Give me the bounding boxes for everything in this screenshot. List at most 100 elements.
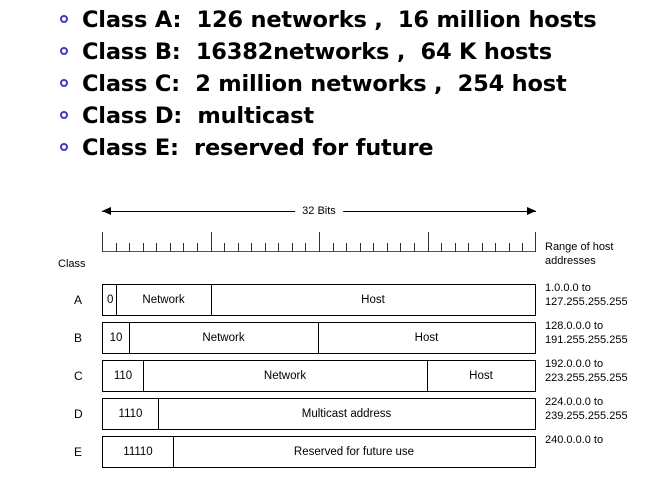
class-column-caption: Class: [58, 258, 86, 270]
address-field: Host: [361, 294, 385, 306]
range-line-2: 127.255.255.255: [545, 296, 628, 308]
address-format-bar: 10 Network Host: [102, 322, 536, 354]
address-width-label: 32 Bits: [295, 202, 343, 221]
ruler-tick-minor: [400, 243, 401, 252]
ruler-tick-minor: [116, 243, 117, 252]
class-summary-list: Class A: 126 networks , 16 million hosts…: [58, 4, 658, 164]
range-line-1: 128.0.0.0 to: [545, 320, 604, 332]
list-item-label: Class D: multicast: [82, 103, 314, 129]
ruler-tick-minor: [455, 243, 456, 252]
bullet-circle-icon: [60, 143, 68, 151]
class-prefix-bits: 1110: [118, 408, 143, 420]
class-prefix-bits: 10: [109, 332, 123, 344]
ruler-tick-minor: [387, 243, 388, 252]
list-item: Class C: 2 million networks , 254 host: [58, 68, 658, 100]
ruler-tick-major: [535, 232, 536, 252]
field-divider: [143, 361, 144, 391]
ruler-tick-minor: [360, 243, 361, 252]
range-line-1: 1.0.0.0 to: [545, 282, 591, 294]
list-item: Class E: reserved for future: [58, 132, 658, 164]
ruler-tick-minor: [197, 243, 198, 252]
class-letter: D: [74, 407, 83, 421]
field-divider: [427, 361, 428, 391]
address-field: Multicast address: [301, 408, 392, 420]
host-address-range: 1.0.0.0 to 127.255.255.255: [545, 281, 663, 309]
arrow-head-right-icon: [527, 207, 536, 215]
field-divider: [129, 323, 130, 353]
class-letter: B: [74, 331, 83, 345]
address-format-bar: 11110 Reserved for future use: [102, 436, 536, 468]
range-line-2: 223.255.255.255: [545, 372, 628, 384]
class-row: D 1110 Multicast address 224.0.0.0 to 239.25…: [0, 395, 663, 430]
ruler-tick-major: [428, 232, 429, 252]
list-item-label: Class B: 16382networks , 64 K hosts: [82, 39, 552, 65]
address-field: Network: [142, 294, 185, 306]
field-divider: [173, 437, 174, 467]
list-item-label: Class E: reserved for future: [82, 135, 434, 161]
range-header-line-2: addresses: [545, 255, 596, 267]
ruler-tick-minor: [509, 243, 510, 252]
address-field: Network: [202, 332, 245, 344]
ruler-tick-minor: [305, 243, 306, 252]
ruler-tick-minor: [522, 243, 523, 252]
class-prefix-bits: 0: [107, 294, 114, 306]
ruler-tick-major: [319, 232, 320, 252]
ruler-tick-major: [102, 232, 103, 252]
range-line-2: 191.255.255.255: [545, 334, 628, 346]
bullet-circle-icon: [60, 79, 68, 87]
ruler-tick-minor: [183, 243, 184, 252]
ruler-tick-minor: [292, 243, 293, 252]
ruler-tick-minor: [224, 243, 225, 252]
ruler-tick-minor: [495, 243, 496, 252]
class-prefix-bits: 11110: [123, 446, 153, 458]
address-field: Reserved for future use: [293, 446, 415, 458]
range-column-header: Range of host addresses: [545, 240, 663, 268]
list-item: Class B: 16382networks , 64 K hosts: [58, 36, 658, 68]
address-field: Network: [263, 370, 307, 382]
ruler-tick-minor: [170, 243, 171, 252]
field-divider: [318, 323, 319, 353]
ruler-tick-minor: [482, 243, 483, 252]
range-header-line-1: Range of host: [545, 241, 614, 253]
ruler-tick-major: [211, 232, 212, 252]
field-divider: [158, 399, 159, 429]
address-field: Host: [469, 370, 493, 382]
host-address-range: 224.0.0.0 to 239.255.255.255: [545, 395, 663, 423]
ruler-tick-minor: [143, 243, 144, 252]
ruler-tick-minor: [333, 243, 334, 252]
ip-address-class-diagram: 32 Bits Range of host addresses Class A 0…: [0, 196, 663, 484]
class-letter: C: [74, 369, 83, 383]
bullet-circle-icon: [60, 111, 68, 119]
field-divider: [211, 285, 212, 315]
ruler-tick-minor: [238, 243, 239, 252]
host-address-range: 128.0.0.0 to 191.255.255.255: [545, 319, 663, 347]
ruler-tick-minor: [441, 243, 442, 252]
range-line-1: 192.0.0.0 to: [545, 358, 604, 370]
ruler-tick-minor: [346, 243, 347, 252]
list-item: Class A: 126 networks , 16 million hosts: [58, 4, 658, 36]
ruler-tick-minor: [278, 243, 279, 252]
list-item-label: Class A: 126 networks , 16 million hosts: [82, 7, 597, 33]
ruler-tick-minor: [414, 243, 415, 252]
arrow-head-left-icon: [102, 207, 111, 215]
ruler-tick-minor: [373, 243, 374, 252]
bullet-circle-icon: [60, 47, 68, 55]
field-divider: [116, 285, 117, 315]
class-row: B 10 Network Host 128.0.0.0 to 191.255.255.25…: [0, 319, 663, 354]
host-address-range: 240.0.0.0 to: [545, 433, 663, 447]
bullet-circle-icon: [60, 15, 68, 23]
list-item-label: Class C: 2 million networks , 254 host: [82, 71, 567, 97]
range-line-2: 239.255.255.255: [545, 410, 628, 422]
ruler-tick-minor: [156, 243, 157, 252]
host-address-range: 192.0.0.0 to 223.255.255.255: [545, 357, 663, 385]
list-item: Class D: multicast: [58, 100, 658, 132]
address-format-bar: 1110 Multicast address: [102, 398, 536, 430]
class-letter: E: [74, 445, 83, 459]
ruler-tick-minor: [129, 243, 130, 252]
address-format-bar: 0 Network Host: [102, 284, 536, 316]
address-field: Host: [414, 332, 439, 344]
range-line-1: 224.0.0.0 to: [545, 396, 604, 408]
class-letter: A: [74, 293, 83, 307]
